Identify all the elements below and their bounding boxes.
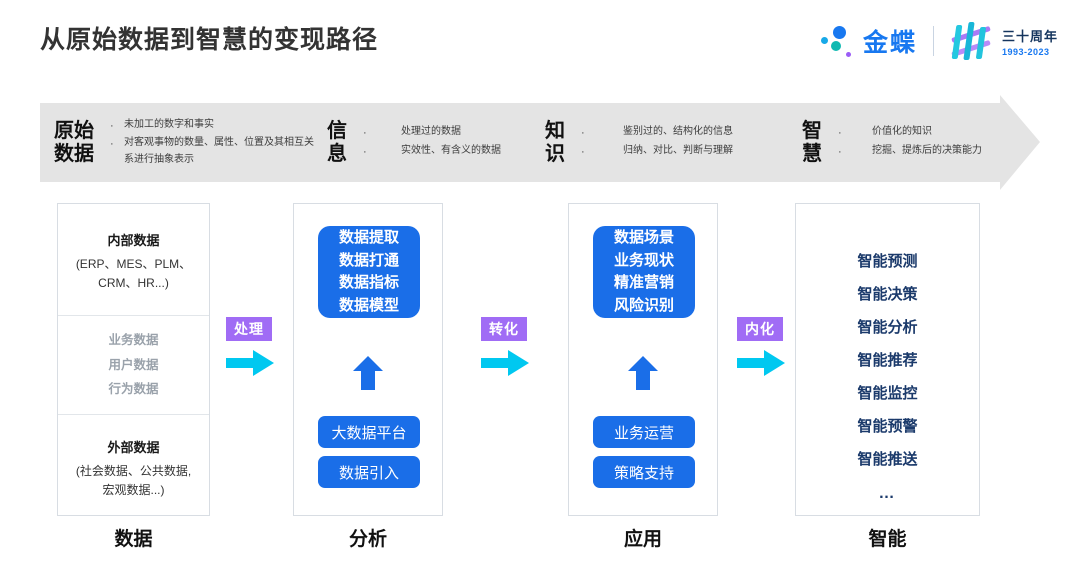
band-bullet: · 鉴别过的、结构化的信息	[581, 124, 733, 142]
band-bullet: · 价值化的知识	[838, 124, 982, 142]
kingdee-logo: 金蝶 三十周年 1993-2023	[819, 20, 1058, 62]
intelligence-item: 智能分析	[857, 319, 918, 336]
page-title: 从原始数据到智慧的变现路径	[40, 26, 379, 54]
band-segment-title: 原始 数据	[54, 119, 94, 165]
arrow-up-icon	[628, 356, 658, 395]
band-bullet: · 归纳、对比、判断与理解	[581, 143, 733, 161]
application-scenario-line: 精准营销	[613, 274, 674, 291]
application-scenario-line: 业务现状	[613, 251, 674, 269]
intelligence-item: 智能推荐	[857, 352, 918, 369]
connector-transform: 转化	[481, 317, 529, 381]
external-data-title: 外部数据	[107, 439, 160, 455]
analysis-capability-box: 数据提取 数据打通 数据指标 数据模型	[318, 226, 420, 318]
internal-data-section: 内部数据 (ERP、MES、PLM、 CRM、HR...)	[58, 204, 209, 315]
band-segment-bullets: · 处理过的数据 · 实效性、有含义的数据	[363, 124, 501, 160]
column-label-analysis: 分析	[348, 529, 387, 550]
anniversary-years: 1993-2023	[1001, 46, 1050, 57]
intelligence-item: 智能预警	[857, 418, 918, 435]
band-bullet: · 对客观事物的数量、属性、位置及其相互关系进行抽象表示	[110, 137, 314, 165]
band-segment-bullets: · 价值化的知识 · 挖掘、提炼后的决策能力	[838, 124, 982, 160]
anniversary-text: 三十周年 1993-2023	[1002, 26, 1058, 57]
band-segment-raw-data: 原始 数据 · 未加工的数字和事实 · 对客观事物的数量、属性、位置及其相互关系…	[54, 95, 319, 190]
connector-badge-label: 转化	[481, 317, 527, 341]
data-types-section: 业务数据 用户数据 行为数据	[58, 316, 209, 413]
intelligence-item: 智能推送	[857, 451, 918, 468]
band-segment-wisdom: 智 慧 · 价值化的知识 · 挖掘、提炼后的决策能力	[802, 95, 1052, 190]
data-type-item: 用户数据	[108, 357, 159, 372]
connector-process: 处理	[226, 317, 274, 381]
bullet-dot: ·	[110, 119, 114, 132]
external-data-detail: (社会数据、公共数据, 宏观数据...)	[75, 463, 192, 497]
arrow-right-icon	[737, 350, 785, 381]
column-label-data: 数据	[114, 529, 153, 550]
band-bullet: · 未加工的数字和事实	[110, 117, 319, 135]
analysis-capability-line: 数据指标	[338, 274, 399, 291]
bullet-dot: ·	[363, 145, 367, 158]
bullet-dot: ·	[838, 145, 842, 158]
data-type-item: 业务数据	[108, 333, 159, 348]
band-segment-bullets: · 鉴别过的、结构化的信息 · 归纳、对比、判断与理解	[581, 124, 733, 160]
data-type-item: 行为数据	[108, 382, 159, 397]
analysis-capability-line: 数据打通	[338, 251, 399, 269]
application-strategy-pill[interactable]: 策略支持	[593, 456, 695, 488]
internal-data-title: 内部数据	[107, 233, 160, 248]
band-bullet: · 处理过的数据	[363, 124, 501, 142]
band-segment-bullets: · 未加工的数字和事实 · 对客观事物的数量、属性、位置及其相互关系进行抽象表示	[110, 117, 319, 168]
anniversary-mark-icon	[950, 22, 992, 60]
bullet-dot: ·	[838, 127, 842, 140]
internal-data-detail: (ERP、MES、PLM、 CRM、HR...)	[75, 257, 192, 291]
arrow-up-icon	[353, 356, 383, 395]
band-segment-title: 信 息	[327, 119, 347, 165]
connector-badge-label: 内化	[737, 317, 783, 341]
intelligence-ellipsis: …	[878, 485, 897, 502]
logo-divider	[932, 26, 934, 56]
band-segment-information: 信 息 · 处理过的数据 · 实效性、有含义的数据	[327, 95, 537, 190]
band-segment-title: 智 慧	[802, 119, 822, 165]
arrow-right-icon	[481, 350, 529, 381]
bullet-dot: ·	[110, 138, 114, 151]
section-divider	[58, 413, 209, 415]
band-segment-title: 知 识	[545, 119, 565, 165]
analysis-ingest-pill[interactable]: 数据引入	[318, 456, 420, 488]
bullet-dot: ·	[363, 127, 367, 140]
anniversary-label: 三十周年	[1001, 28, 1058, 44]
connector-badge-label: 处理	[226, 317, 272, 341]
dikw-arrow-band	[40, 95, 1040, 190]
analysis-capability-line: 数据提取	[338, 229, 399, 246]
bullet-dot: ·	[581, 145, 585, 158]
application-scenario-box: 数据场景 业务现状 精准营销 风险识别	[593, 226, 695, 318]
bullet-dot: ·	[581, 127, 585, 140]
column-analysis: 数据提取 数据打通 数据指标 数据模型 大数据平台 数据引入	[293, 203, 443, 516]
column-application: 数据场景 业务现状 精准营销 风险识别 业务运营 策略支持	[568, 203, 718, 516]
application-scenario-line: 风险识别	[613, 296, 674, 314]
logo-brand-text: 金蝶	[862, 29, 917, 57]
section-divider	[58, 315, 209, 317]
column-label-application: 应用	[623, 529, 662, 550]
band-bullet: · 挖掘、提炼后的决策能力	[838, 143, 982, 161]
intelligence-item: 智能预测	[857, 253, 918, 270]
analysis-capability-line: 数据模型	[338, 296, 399, 314]
intelligence-item: 智能监控	[857, 385, 918, 402]
dikw-band-content: 原始 数据 · 未加工的数字和事实 · 对客观事物的数量、属性、位置及其相互关系…	[40, 95, 1040, 190]
logo-dots-icon	[819, 24, 853, 58]
application-operations-pill[interactable]: 业务运营	[593, 416, 695, 448]
external-data-section: 外部数据 (社会数据、公共数据, 宏观数据...)	[58, 415, 209, 500]
column-intelligence: 智能预测 智能决策 智能分析 智能推荐 智能监控 智能预警 智能推送 …	[795, 203, 980, 516]
column-label-intelligence: 智能	[868, 529, 907, 550]
band-segment-knowledge: 知 识 · 鉴别过的、结构化的信息 · 归纳、对比、判断与理解	[545, 95, 795, 190]
column-data: 内部数据 (ERP、MES、PLM、 CRM、HR...) 业务数据 用户数据 …	[57, 203, 210, 516]
application-scenario-line: 数据场景	[613, 229, 674, 246]
analysis-platform-pill[interactable]: 大数据平台	[318, 416, 420, 448]
connector-internalize: 内化	[737, 317, 785, 381]
arrow-right-icon	[226, 350, 274, 381]
intelligence-item: 智能决策	[857, 286, 918, 303]
band-bullet: · 实效性、有含义的数据	[363, 143, 501, 161]
